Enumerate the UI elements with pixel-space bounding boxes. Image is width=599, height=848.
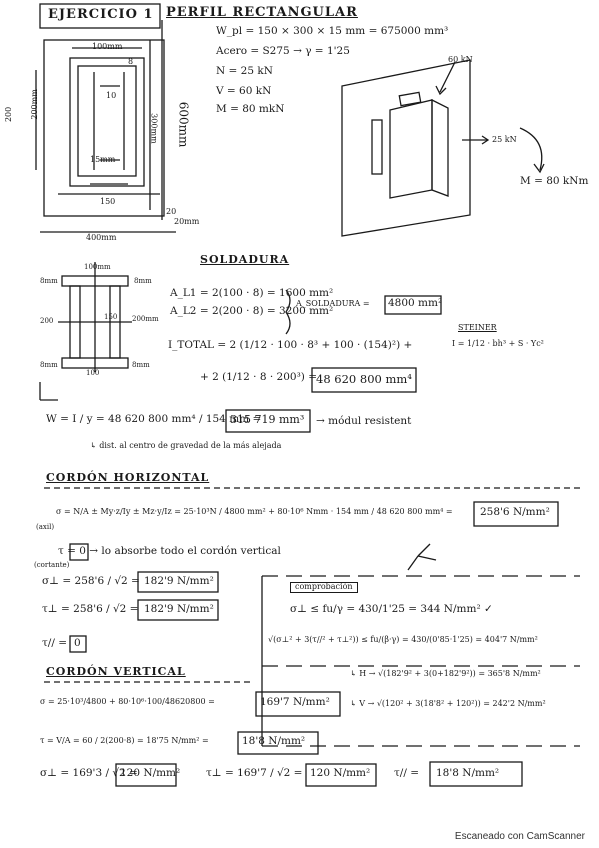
vertical-sigma-perp-value: 120 N/mm² — [120, 767, 181, 779]
vertical-sigma-line: σ = 25·10³/4800 + 80·10⁶·100/48620800 = — [40, 697, 215, 706]
dim-label: 100mm — [92, 42, 123, 51]
data-axial: N = 25 kN — [216, 65, 273, 77]
horizontal-sigma-value: 258'6 N/mm² — [480, 506, 550, 518]
area-l2: A_L2 = 2(200 · 8) = 3200 mm² — [170, 305, 334, 317]
weld-dim: 8mm — [132, 361, 150, 369]
force-60-label: 60 kN — [448, 55, 473, 64]
modulus-value: 315 719 mm³ — [230, 413, 305, 426]
scanner-watermark: Escaneado con CamScanner — [454, 831, 585, 842]
weld-dim: 200mm — [132, 315, 159, 323]
weld-dim: 8mm — [134, 277, 152, 285]
weld-dim: 100mm — [84, 263, 111, 271]
data-shear: V = 60 kN — [216, 85, 272, 97]
data-moment: M = 80 mkN — [216, 103, 285, 115]
dim-label: 400mm — [86, 233, 117, 242]
data-steel: Acero = S275 → γ = 1'25 — [216, 45, 350, 57]
check-line4: ↳ V → √(120² + 3(18'8² + 120²)) = 242'2 … — [350, 699, 546, 708]
plate-outline — [43, 39, 165, 217]
inertia-value: 48 620 800 mm⁴ — [316, 372, 412, 386]
sigma-perp-value: 182'9 N/mm² — [144, 575, 214, 587]
modulus-line: W = I / y = 48 620 800 mm⁴ / 154 mm = — [46, 413, 262, 425]
vertical-tau-par-line: τ// = — [394, 767, 420, 779]
distance-note: ↳ dist. al centro de gravedad de la más … — [90, 441, 282, 450]
vertical-sigma-perp-line: σ⊥ = 169'3 / √2 = — [40, 767, 138, 779]
vertical-weld-title: CORDÓN VERTICAL — [46, 665, 186, 678]
tau-par-value: 0 — [74, 637, 81, 649]
moment-label: M = 80 kNm — [520, 175, 589, 187]
weld-dim: 8mm — [40, 277, 58, 285]
tau-perp-line: τ⊥ = 258'6 / √2 = — [42, 603, 139, 615]
weld-dim: 200 — [40, 317, 54, 325]
force-25-label: 25 kN — [492, 135, 517, 144]
inertia-line1: I_TOTAL = 2 (1/12 · 100 · 8³ + 100 · (15… — [168, 339, 413, 351]
vertical-tau-par-value: 18'8 N/mm² — [436, 767, 500, 779]
weld-dim: 8mm — [40, 361, 58, 369]
soldadura-title: SOLDADURA — [200, 253, 290, 266]
area-total-value: 4800 mm² — [388, 297, 443, 309]
title-box — [39, 3, 161, 29]
vertical-tau-value: 18'8 N/mm² — [242, 735, 306, 747]
weld-dim: 150 — [104, 313, 118, 321]
exercise-title: EJERCICIO 1 — [48, 7, 154, 22]
dim-label: 10 — [106, 91, 117, 100]
tau-par-line: τ// = — [42, 637, 68, 649]
cortante-note: (cortante) — [34, 561, 70, 569]
dim-label: 300mm — [149, 113, 159, 144]
vertical-sigma-value: 169'7 N/mm² — [260, 696, 330, 708]
inertia-line2: + 2 (1/12 · 8 · 200³) = — [200, 371, 318, 383]
weld-dim: 100 — [86, 369, 100, 377]
dim-label: 150 — [100, 197, 116, 206]
dim-label: 15mm — [90, 155, 116, 164]
check-title: comprobación — [290, 582, 358, 593]
check-line1: σ⊥ ≤ fu/γ = 430/1'25 = 344 N/mm² ✓ — [290, 603, 493, 615]
steiner-label: STEINER — [458, 323, 497, 332]
check-line2: √(σ⊥² + 3(τ//² + τ⊥²)) ≤ fu/(β·γ) = 430/… — [268, 635, 538, 644]
horizontal-tau-line: τ = 0 → lo absorbe todo el cordón vertic… — [58, 545, 281, 557]
axil-note: (axil) — [36, 523, 55, 531]
area-total-label: A_SOLDADURA = — [296, 299, 370, 308]
vertical-tau-perp-line: τ⊥ = 169'7 / √2 = — [206, 767, 303, 779]
dim-label: 20 — [166, 207, 177, 216]
vertical-tau-line: τ = V/A = 60 / 2(200·8) = 18'75 N/mm² = — [40, 736, 209, 745]
vertical-tau-perp-value: 120 N/mm² — [310, 767, 371, 779]
data-wpl: W_pl = 150 × 300 × 15 mm = 675000 mm³ — [216, 25, 449, 37]
profile-title: PERFIL RECTANGULAR — [166, 5, 358, 20]
tau-perp-value: 182'9 N/mm² — [144, 603, 214, 615]
area-l1: A_L1 = 2(100 · 8) = 1600 mm² — [170, 287, 334, 299]
wall-plane — [341, 59, 471, 237]
dim-label: 8 — [128, 57, 134, 66]
horizontal-weld-title: CORDÓN HORIZONTAL — [46, 471, 210, 484]
steiner-formula: I = 1/12 · bh³ + S · Yc² — [452, 339, 544, 348]
dim-label: 20mm — [174, 217, 200, 226]
modulus-note: → módul resistent — [316, 415, 412, 427]
dim-label: 200mm — [29, 89, 39, 120]
horizontal-sigma-formula: σ = N/A ± My·z/Iy ± Mz·y/Iz = 25·10³N / … — [56, 507, 453, 516]
sigma-perp-line: σ⊥ = 258'6 / √2 = — [42, 575, 140, 587]
dim-label: 200 — [4, 106, 14, 123]
dim-label: 600mm — [176, 101, 191, 148]
check-line3: ↳ H → √(182'9² + 3(0+182'9²)) = 365'8 N/… — [350, 669, 541, 678]
